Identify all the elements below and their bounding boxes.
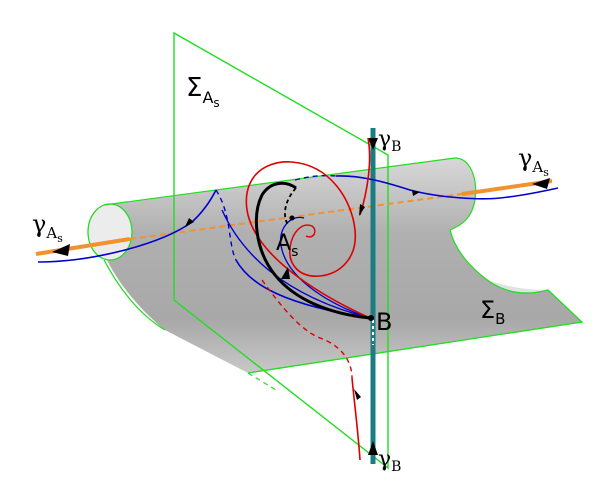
stable-curve-right: [499, 187, 559, 199]
orbit-arrow: [281, 267, 290, 279]
cylinder-top-edge: [103, 157, 456, 206]
unstable-curve-main: [245, 161, 371, 319]
sigma-a-plane: [173, 31, 389, 470]
label-gamma-a-left: γAs: [32, 210, 63, 245]
point-b-marker: [368, 315, 374, 321]
gamma-a-line-left: [35, 237, 131, 256]
stable-arrow-1: [185, 218, 194, 227]
cylinder-right-rim: [247, 229, 584, 374]
unstable-arrow-2: [354, 389, 361, 400]
point-a-marker: [289, 215, 295, 221]
gamma-a-arrow-right: [532, 178, 550, 189]
orbit-curve-hidden: [284, 187, 297, 226]
label-gamma-b-top: γB: [378, 127, 401, 155]
cylinder-left-cap: [87, 203, 133, 261]
cylinder-right-cap: [449, 157, 477, 231]
stable-curve-left: [37, 189, 217, 263]
stable-curve-upper: [335, 175, 501, 200]
label-point-b: B: [376, 308, 392, 336]
unstable-curve-hidden: [261, 279, 353, 379]
stable-arrow-2: [412, 190, 420, 196]
gamma-a-line-hidden: [129, 193, 463, 240]
gamma-b-arrow-top: [368, 138, 378, 150]
orbit-curve: [254, 181, 371, 320]
unstable-curve-bottom: [351, 377, 361, 461]
gamma-a-arrow-left: [52, 244, 70, 256]
stable-curve-upper-hidden: [294, 174, 337, 181]
cylinder-surface: [96, 158, 582, 373]
gamma-b-arrow-bottom: [368, 441, 378, 455]
stable-curve-spiral: [279, 216, 371, 319]
unstable-curve-inner: [289, 224, 316, 249]
sigma-a-hidden-edge: [247, 372, 277, 391]
label-gamma-a-right: γAs: [518, 144, 549, 179]
label-sigma-a: ΣAs: [186, 73, 220, 110]
label-point-a: As: [276, 231, 298, 260]
stable-curve-inner: [221, 209, 371, 319]
label-gamma-b-bottom: γB: [378, 447, 401, 475]
label-sigma-b: ΣB: [480, 296, 505, 328]
unstable-arrow-1: [359, 204, 365, 216]
cylinder-left-rim: [103, 259, 166, 331]
